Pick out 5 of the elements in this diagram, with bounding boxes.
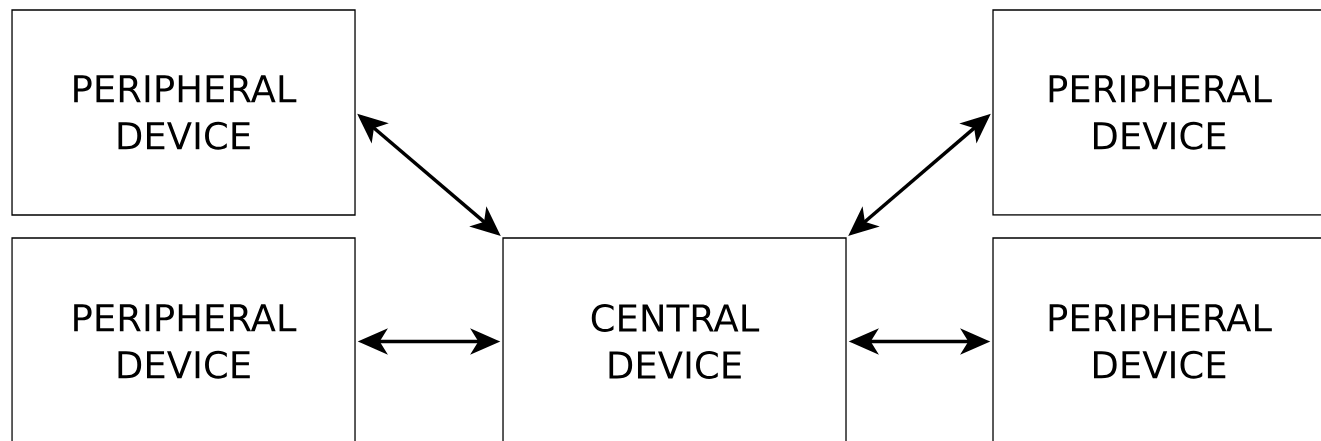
peripheral-box: PERIPHERAL DEVICE	[11, 9, 356, 216]
peripheral-box: PERIPHERAL DEVICE	[992, 237, 1321, 441]
central-box: CENTRAL DEVICE	[502, 237, 847, 441]
peripheral-box: PERIPHERAL DEVICE	[992, 9, 1321, 216]
peripheral-box: PERIPHERAL DEVICE	[11, 237, 356, 441]
